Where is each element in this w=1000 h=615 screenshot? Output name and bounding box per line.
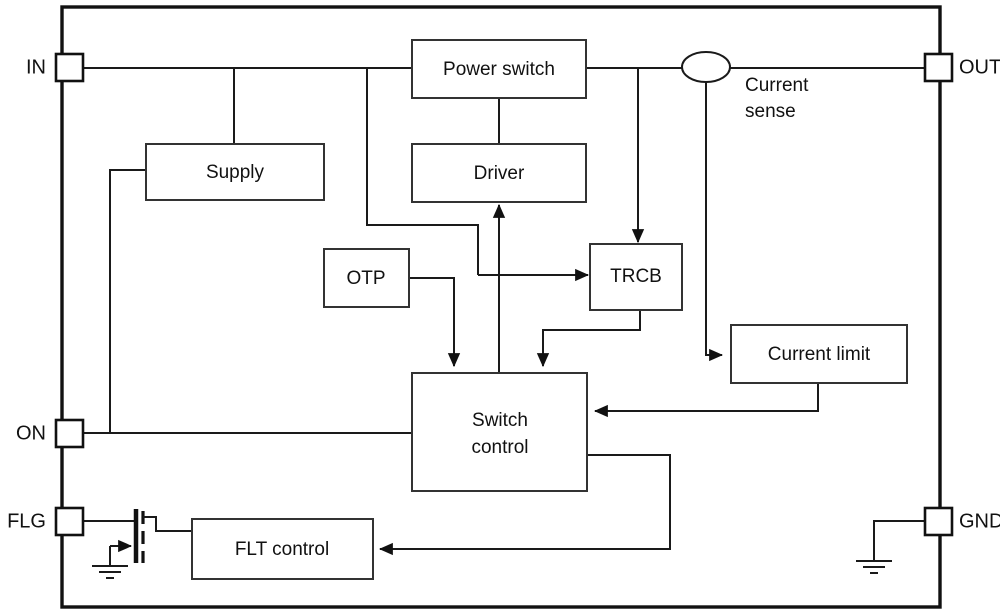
annotation-current-sense-line1: Current xyxy=(745,75,809,96)
block-current-limit-label: Current limit xyxy=(768,344,871,365)
wire-gnd-to-ground xyxy=(873,520,930,561)
block-supply[interactable] xyxy=(145,143,325,201)
pin-label-flg: FLG xyxy=(7,510,46,532)
wire-sense-to-current-limit xyxy=(705,82,724,362)
block-power-switch-label: Power switch xyxy=(443,59,555,80)
block-trcb-label: TRCB xyxy=(610,266,662,287)
wire-switch-control-to-flt-control xyxy=(378,454,671,556)
block-driver-label: Driver xyxy=(474,163,525,184)
block-otp[interactable] xyxy=(323,248,410,308)
wire-otp-to-switch-control xyxy=(409,277,461,368)
pin-pad-out[interactable] xyxy=(923,52,954,83)
block-driver[interactable] xyxy=(411,143,587,203)
block-flt-control[interactable] xyxy=(191,518,374,580)
pin-label-out: OUT xyxy=(959,56,1000,78)
wire-supply-to-on-rail xyxy=(109,169,146,433)
wire-current-limit-to-switch-control xyxy=(593,383,819,418)
block-otp-label: OTP xyxy=(346,268,385,289)
pin-pad-on[interactable] xyxy=(54,418,85,449)
pin-label-on: ON xyxy=(16,422,46,444)
block-supply-label: Supply xyxy=(206,162,265,183)
device-outline xyxy=(60,5,942,609)
wire-in-branch-to-trcb-rail xyxy=(366,68,479,275)
block-power-switch[interactable] xyxy=(411,39,587,99)
wire-trcb-to-switch-control xyxy=(536,310,641,368)
pin-label-in: IN xyxy=(26,56,46,78)
pin-label-gnd: GND xyxy=(959,510,1000,532)
block-flt-control-label: FLT control xyxy=(235,539,329,560)
pin-pad-gnd[interactable] xyxy=(923,506,954,537)
block-trcb[interactable] xyxy=(589,243,683,311)
block-current-limit[interactable] xyxy=(730,324,908,384)
block-switch-control-label-line2: control xyxy=(471,437,528,458)
block-switch-control-label-line1: Switch xyxy=(472,410,528,431)
current-sense-icon xyxy=(681,51,731,83)
annotation-current-sense-line2: sense xyxy=(745,101,796,122)
wire-mosfet-gate-lead xyxy=(143,516,192,532)
block-switch-control[interactable] xyxy=(411,372,588,492)
pin-pad-flg[interactable] xyxy=(54,506,85,537)
pin-pad-in[interactable] xyxy=(54,52,85,83)
